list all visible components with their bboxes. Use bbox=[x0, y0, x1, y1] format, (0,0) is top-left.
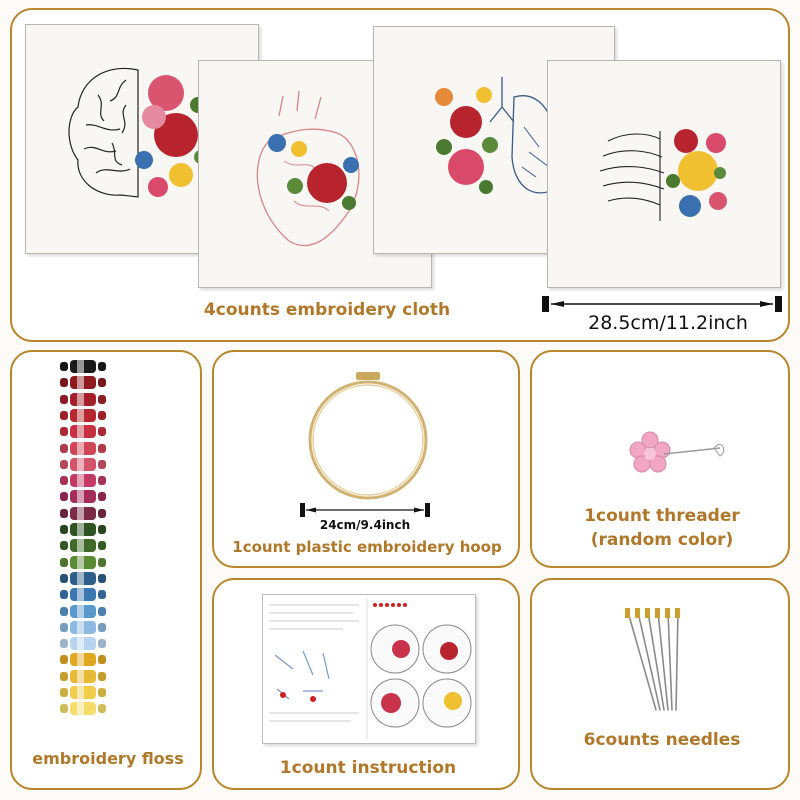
floss-skein-band bbox=[77, 392, 84, 406]
floss-skein bbox=[70, 555, 96, 569]
floss-skein-band bbox=[77, 523, 84, 536]
floss-skein bbox=[70, 620, 96, 634]
instruction-panel: 1count instruction bbox=[212, 578, 520, 790]
floss-skein-band bbox=[77, 474, 84, 488]
floss-skein-band bbox=[77, 539, 84, 553]
instruction-sheet-content bbox=[269, 599, 472, 739]
needles bbox=[625, 608, 680, 711]
floss-skein-band bbox=[77, 360, 84, 373]
floss-skein bbox=[70, 392, 96, 406]
cloth-panel: 4counts embroidery cloth 28.5cm/11.2inch bbox=[10, 8, 790, 342]
floss-skein-band bbox=[77, 555, 84, 569]
cloth-size-arrow bbox=[542, 296, 782, 312]
needles-label: 6counts needles bbox=[583, 730, 741, 750]
floss-label: embroidery floss bbox=[32, 749, 184, 768]
floss-skein bbox=[70, 637, 96, 651]
embroidery-hoop bbox=[308, 372, 428, 500]
floss-skein-band bbox=[77, 425, 84, 439]
instruction-label: 1count instruction bbox=[279, 758, 457, 778]
heart-flower-design bbox=[256, 90, 360, 247]
floss-skein bbox=[70, 506, 96, 520]
hoop-size-label: 24cm/9.4inch bbox=[319, 518, 411, 532]
hoop-label: 1count plastic embroidery hoop bbox=[232, 538, 502, 556]
instruction-sheet bbox=[262, 594, 476, 744]
floss-skein bbox=[70, 653, 96, 667]
threader-panel: 1count threader (random color) bbox=[530, 350, 790, 568]
floss-skein-band bbox=[77, 457, 84, 471]
floss-skein-band bbox=[77, 506, 84, 520]
hoop-panel: 24cm/9.4inch 1count plastic embroidery h… bbox=[212, 350, 520, 568]
floss-skein bbox=[70, 425, 96, 439]
floss-skein-band bbox=[77, 571, 84, 585]
ribcage-flower-design bbox=[599, 129, 727, 221]
floss-skein bbox=[70, 539, 96, 553]
floss-skein bbox=[70, 360, 96, 373]
ribcage-pattern-cloth bbox=[547, 60, 781, 288]
floss-skein bbox=[70, 474, 96, 488]
floss-skein bbox=[70, 457, 96, 471]
floss-skein-band bbox=[77, 620, 84, 634]
floss-skein-band bbox=[77, 604, 84, 618]
lungs-flower-design bbox=[435, 77, 561, 194]
floss-panel: embroidery floss bbox=[10, 350, 202, 790]
floss-skein bbox=[70, 702, 96, 716]
floss-skein bbox=[70, 669, 96, 683]
floss-skein-band bbox=[77, 653, 84, 667]
floss-skein-band bbox=[77, 588, 84, 602]
cloth-label: 4counts embroidery cloth bbox=[203, 300, 451, 320]
floss-skein bbox=[70, 588, 96, 602]
hoop-size-arrow bbox=[300, 503, 430, 517]
cloth-size-label: 28.5cm/11.2inch bbox=[588, 312, 748, 334]
floss-skein bbox=[70, 686, 96, 699]
floss-skein-band bbox=[77, 702, 84, 716]
floss-skein-band bbox=[77, 376, 84, 390]
floss-skein-band bbox=[77, 490, 84, 504]
floss-skein bbox=[70, 408, 96, 422]
floss-skein bbox=[70, 490, 96, 504]
threader-label: 1count threader (random color) bbox=[552, 504, 772, 552]
floss-skein-band bbox=[77, 441, 84, 455]
floss-skein-band bbox=[77, 669, 84, 683]
threader-label-line2: (random color) bbox=[590, 530, 734, 550]
floss-skein bbox=[70, 604, 96, 618]
floss-skein-band bbox=[77, 408, 84, 422]
floss-skein bbox=[70, 523, 96, 536]
floss-skein-band bbox=[77, 637, 84, 651]
floss-skeins bbox=[50, 360, 130, 720]
floss-skein bbox=[70, 441, 96, 455]
floss-skein-band bbox=[77, 686, 84, 699]
floss-skein bbox=[70, 571, 96, 585]
threader-tool bbox=[629, 431, 725, 473]
floss-skein bbox=[70, 376, 96, 390]
needles-panel: 6counts needles bbox=[530, 578, 790, 790]
threader-label-line1: 1count threader bbox=[584, 506, 740, 526]
